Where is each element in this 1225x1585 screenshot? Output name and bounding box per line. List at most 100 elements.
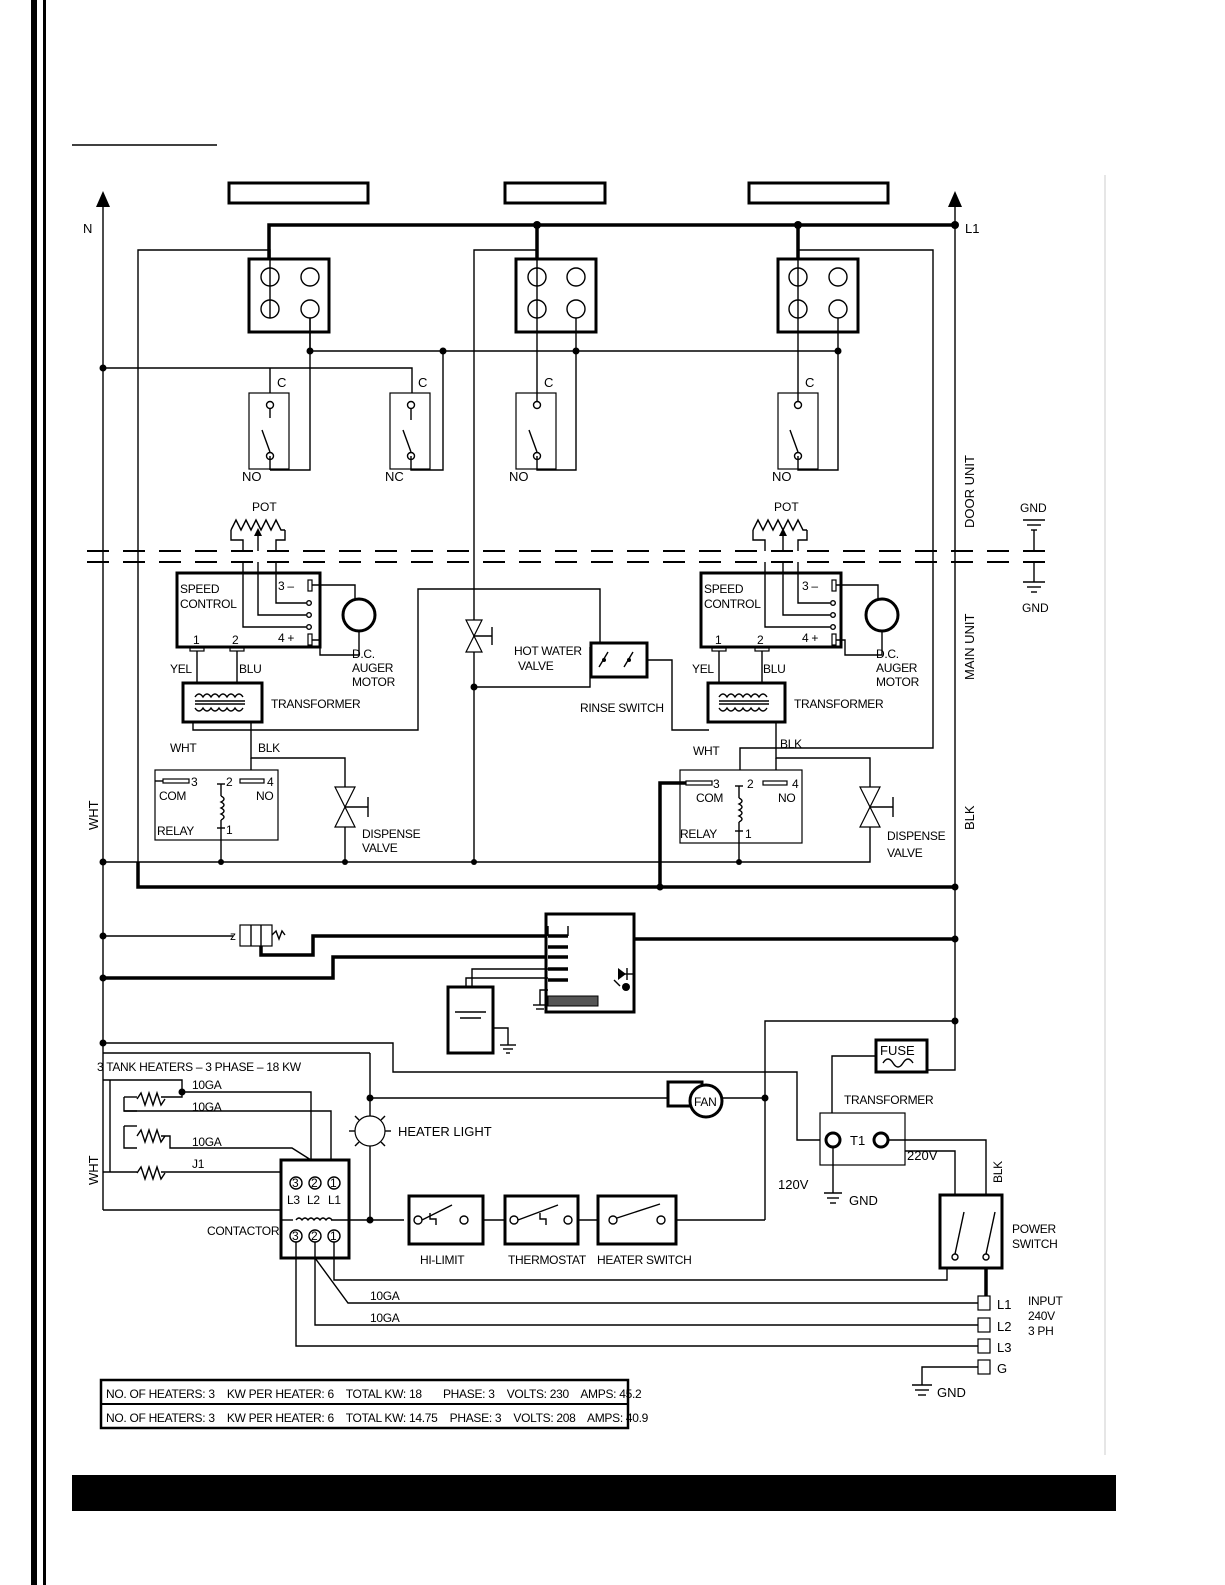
svg-text:NO: NO [242, 469, 262, 484]
page-border [31, 0, 46, 1585]
svg-text:L2: L2 [307, 1193, 320, 1207]
terminal-block-3 [776, 257, 860, 334]
svg-text:INPUT: INPUT [1028, 1294, 1063, 1308]
contactor: 3 2 1 L3 L2 L1 3 2 1 CONTACTOR [207, 1158, 404, 1260]
svg-text:NO: NO [256, 789, 273, 803]
svg-text:L3: L3 [997, 1340, 1011, 1355]
svg-text:2: 2 [311, 1229, 318, 1243]
left-speed-control: POT SPEED CONTROL 3 – 4 + 1 2 YEL BLU [170, 500, 322, 688]
control-return-rails [99, 780, 959, 891]
svg-text:MOTOR: MOTOR [352, 675, 396, 689]
svg-text:4 +: 4 + [802, 631, 818, 645]
svg-text:WHT: WHT [693, 744, 720, 758]
svg-text:BLK: BLK [258, 741, 280, 755]
svg-text:C: C [544, 375, 553, 390]
supply-wires: 10GA 10GA [295, 1242, 978, 1347]
svg-text:SWITCH: SWITCH [1012, 1237, 1058, 1251]
svg-text:BLK: BLK [780, 737, 802, 751]
svg-text:4: 4 [267, 775, 274, 789]
svg-text:2: 2 [747, 777, 754, 791]
svg-text:L1: L1 [997, 1297, 1011, 1312]
main-unit-label: MAIN UNIT [962, 614, 977, 681]
svg-text:3: 3 [292, 1176, 299, 1190]
svg-text:3 –: 3 – [278, 579, 294, 593]
svg-text:DISPENSE: DISPENSE [362, 827, 421, 841]
svg-text:NO: NO [509, 469, 529, 484]
right-relay: 3 2 4 COM NO RELAY 1 [658, 769, 803, 887]
spec-row-2: NO. OF HEATERS: 3 KW PER HEATER: 6 TOTAL… [106, 1411, 649, 1425]
right-speed-control: POT SPEED CONTROL 3 – 4 + 1 2 YEL BLU [692, 500, 843, 688]
svg-text:T1: T1 [850, 1133, 865, 1148]
door-switch-3: C NO [509, 318, 577, 484]
svg-text:10GA: 10GA [370, 1289, 400, 1303]
tank-heaters: 10GA 10GA 10GA J1 [103, 1078, 332, 1182]
svg-text:10GA: 10GA [192, 1135, 222, 1149]
neutral-rail: N [83, 191, 110, 1210]
spec-table: NO. OF HEATERS: 3 KW PER HEATER: 6 TOTAL… [99, 1378, 649, 1430]
svg-text:SPEED: SPEED [704, 582, 744, 596]
svg-text:2: 2 [226, 775, 233, 789]
svg-text:1: 1 [715, 633, 722, 647]
level-control-board: z [99, 912, 959, 1014]
svg-text:1: 1 [226, 823, 233, 837]
svg-text:RELAY: RELAY [157, 824, 194, 838]
svg-text:10GA: 10GA [370, 1311, 400, 1325]
svg-text:HEATER LIGHT: HEATER LIGHT [398, 1124, 492, 1139]
power-switch: POWER SWITCH [938, 1193, 1058, 1296]
svg-text:HI-LIMIT: HI-LIMIT [420, 1253, 465, 1267]
unit-divider [87, 550, 1045, 563]
svg-text:CONTACTOR: CONTACTOR [207, 1224, 280, 1238]
svg-text:3 PH: 3 PH [1028, 1324, 1053, 1338]
svg-text:1: 1 [330, 1229, 337, 1243]
door-switch-4: C NO [772, 318, 839, 484]
wht-rail-label-lower: WHT [86, 1155, 101, 1185]
spec-row-1: NO. OF HEATERS: 3 KW PER HEATER: 6 TOTAL… [106, 1387, 642, 1401]
l1-rail: L1 [948, 191, 979, 1062]
svg-text:THERMOSTAT: THERMOSTAT [508, 1253, 587, 1267]
right-transformer: TRANSFORMER WHT BLK [693, 681, 884, 787]
svg-text:L1: L1 [965, 221, 979, 236]
svg-text:FUSE: FUSE [880, 1043, 915, 1058]
fan-icon: FAN [666, 1080, 724, 1119]
svg-text:POT: POT [252, 500, 277, 514]
door-switch-1: C NO [242, 318, 311, 484]
svg-text:240V: 240V [1028, 1309, 1055, 1323]
svg-text:VALVE: VALVE [518, 659, 554, 673]
svg-text:CONTROL: CONTROL [180, 597, 237, 611]
svg-text:BLU: BLU [763, 662, 785, 676]
rinse-switch: RINSE SWITCH [580, 641, 709, 731]
svg-text:3: 3 [713, 777, 720, 791]
footer-bar [72, 1475, 1116, 1511]
svg-text:GND: GND [1020, 501, 1047, 515]
svg-text:GND: GND [849, 1193, 878, 1208]
svg-text:3 –: 3 – [802, 579, 818, 593]
heaters-title: 3 TANK HEATERS – 3 PHASE – 18 KW [97, 1060, 302, 1074]
header-box-right [747, 181, 890, 205]
svg-text:3: 3 [191, 775, 198, 789]
hot-water-valve: HOT WATER VALVE [465, 619, 591, 691]
svg-text:DISPENSE: DISPENSE [887, 829, 946, 843]
left-relay: 3 2 4 COM NO RELAY 1 [154, 769, 279, 862]
svg-text:RINSE SWITCH: RINSE SWITCH [580, 701, 664, 715]
svg-text:YEL: YEL [170, 662, 192, 676]
svg-text:3: 3 [292, 1229, 299, 1243]
svg-text:GND: GND [937, 1385, 966, 1400]
svg-text:C: C [418, 375, 427, 390]
header-box-center [503, 181, 607, 205]
right-auger-motor: D.C. AUGER MOTOR [836, 584, 920, 689]
svg-text:POWER: POWER [1012, 1222, 1056, 1236]
blk-rail-label: BLK [962, 805, 977, 830]
svg-text:FAN: FAN [694, 1095, 716, 1109]
svg-text:120V: 120V [778, 1177, 809, 1192]
svg-text:POT: POT [774, 500, 799, 514]
svg-text:AUGER: AUGER [352, 661, 394, 675]
control-transformer: TRANSFORMER T1 120V 220V GND BLK [778, 1093, 1005, 1208]
svg-text:4: 4 [792, 777, 799, 791]
svg-text:NC: NC [385, 469, 404, 484]
svg-text:J1: J1 [192, 1157, 205, 1171]
svg-text:2: 2 [757, 633, 764, 647]
heater-light-icon: HEATER LIGHT [349, 1108, 492, 1220]
svg-text:RELAY: RELAY [680, 827, 717, 841]
hi-limit-switch: HI-LIMIT [407, 1194, 505, 1267]
